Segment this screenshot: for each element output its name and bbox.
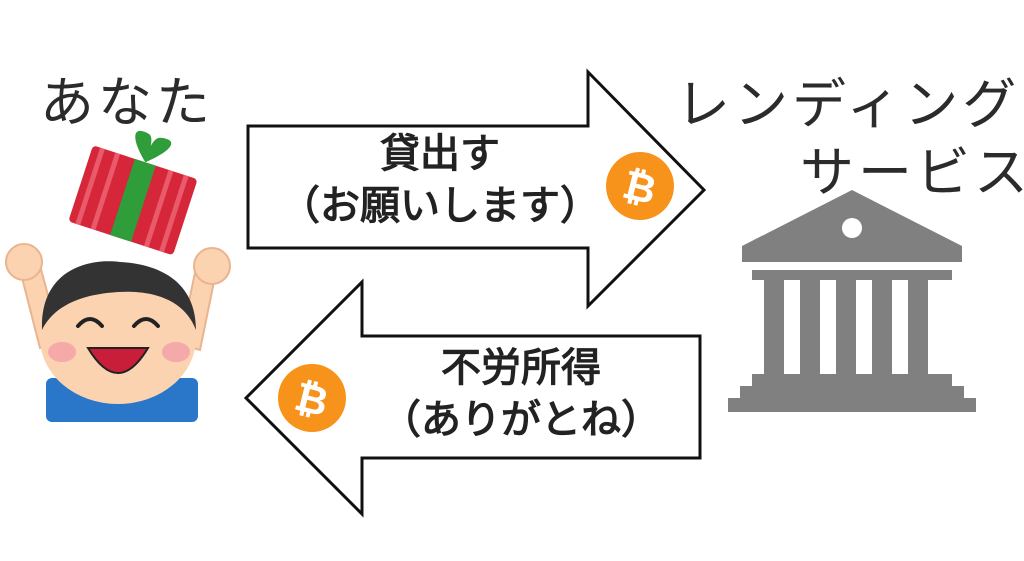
you-label: あなた — [40, 71, 214, 134]
return-arrow-text: 不労所得 （ありがとね） — [356, 342, 686, 446]
return-arrow-title: 不労所得 — [441, 345, 601, 391]
bank-icon — [728, 190, 976, 412]
lending-service-label-line2: サービス — [800, 141, 1024, 204]
bitcoin-icon: ₿ — [278, 364, 346, 432]
return-arrow — [243, 278, 702, 518]
lend-arrow-text: 貸出す （お願いします） — [280, 128, 600, 232]
lend-arrow-subtitle: （お願いします） — [280, 183, 600, 229]
lend-arrow-title: 貸出す — [380, 131, 500, 177]
gift-box-icon — [69, 130, 197, 255]
lend-arrow — [246, 68, 707, 310]
bitcoin-icon: ₿ — [606, 152, 674, 220]
happy-boy-icon — [5, 243, 231, 422]
lending-service-label-line1: レンディング — [676, 73, 1021, 136]
return-arrow-subtitle: （ありがとね） — [381, 397, 661, 443]
